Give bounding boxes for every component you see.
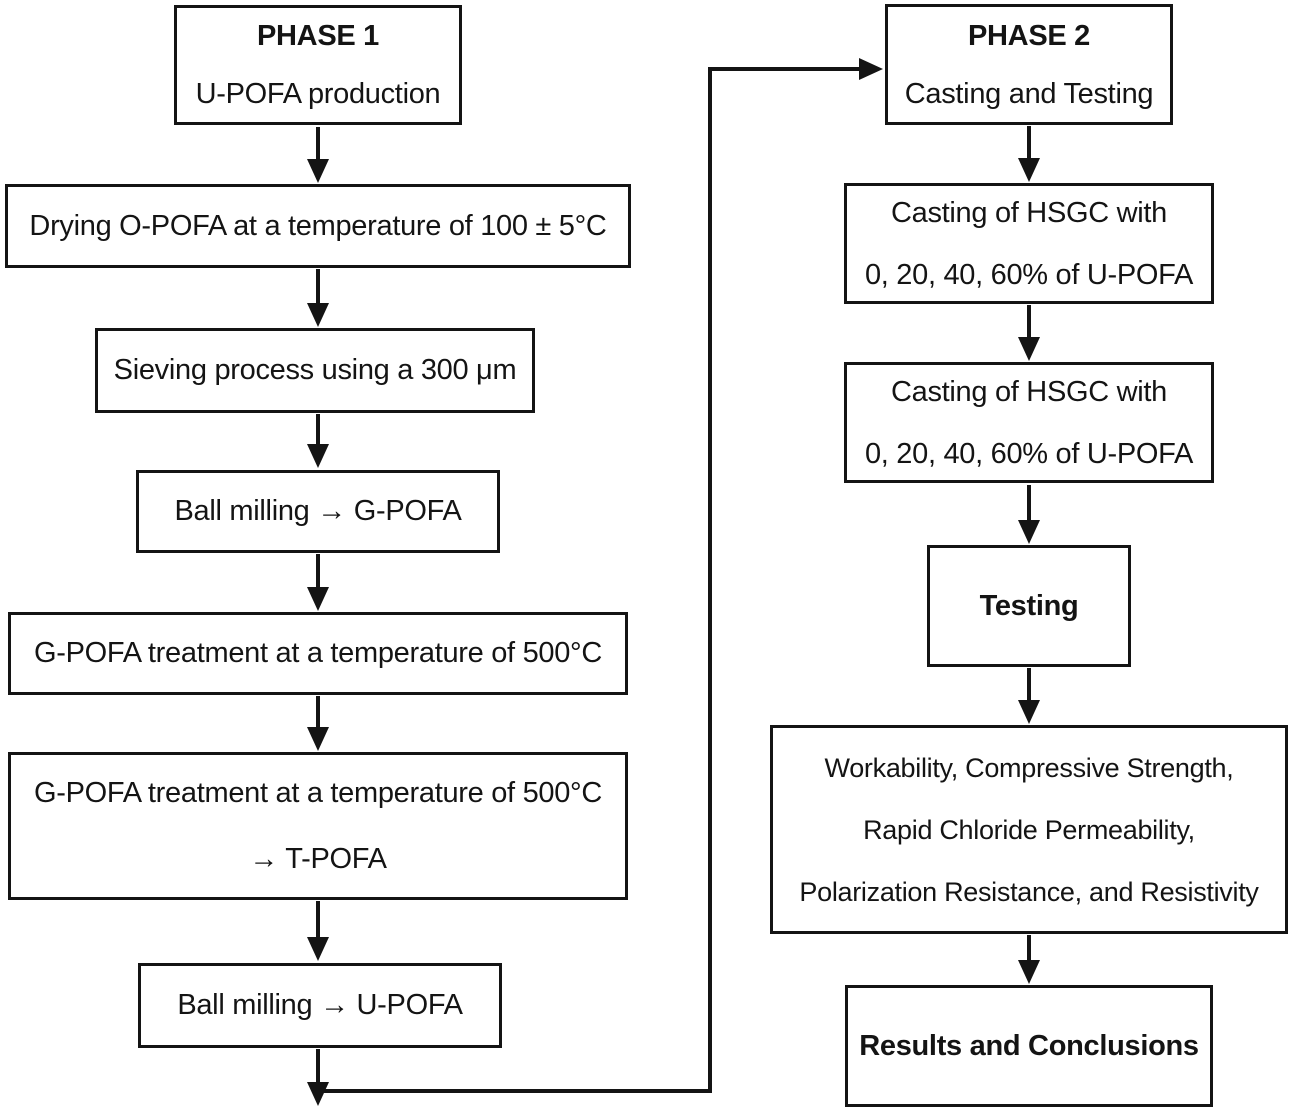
step-tests-line1: Workability, Compressive Strength, — [824, 752, 1234, 783]
phase1-header-box: PHASE 1 U-POFA production — [174, 5, 462, 125]
phase2-subtitle: Casting and Testing — [904, 77, 1154, 110]
step-sieving-box: Sieving process using a 300 μm — [95, 328, 535, 413]
phase1-subtitle: U-POFA production — [195, 78, 441, 110]
arrow-down-icon — [1018, 935, 1040, 984]
step-treatment-tpofa-box: G-POFA treatment at a temperature of 500… — [8, 752, 628, 900]
arrow-right-icon — [859, 58, 883, 80]
step-casting1-line1: Casting of HSGC with — [890, 196, 1168, 229]
arrow-down-icon — [1018, 668, 1040, 724]
arrow-down-icon — [307, 127, 329, 183]
step-results-label: Results and Conclusions — [859, 1029, 1199, 1062]
phase2-title: PHASE 2 — [968, 19, 1090, 52]
step-ball-milling-upofa-label: Ball milling → U-POFA — [177, 989, 463, 1021]
connector-vertical-segment — [708, 67, 712, 1093]
arrow-down-icon — [1018, 126, 1040, 182]
arrow-down-icon — [1018, 485, 1040, 544]
phase1-title: PHASE 1 — [257, 20, 379, 52]
step-tests-box: Workability, Compressive Strength, Rapid… — [770, 725, 1288, 934]
arrow-down-icon — [1018, 305, 1040, 361]
step-testing-box: Testing — [927, 545, 1131, 667]
connector-top-segment — [710, 67, 859, 71]
arrow-down-icon — [307, 1049, 329, 1106]
step-tests-line3: Polarization Resistance, and Resistivity — [799, 876, 1259, 907]
step-ball-milling-gpofa-label: Ball milling → G-POFA — [174, 495, 462, 527]
step-sieving-label: Sieving process using a 300 μm — [113, 354, 517, 386]
step-ball-milling-upofa-box: Ball milling → U-POFA — [138, 963, 502, 1048]
step-drying-box: Drying O-POFA at a temperature of 100 ± … — [5, 184, 631, 268]
step-treatment-500-label: G-POFA treatment at a temperature of 500… — [34, 637, 602, 669]
step-treatment-tpofa-line2: → T-POFA — [249, 843, 387, 875]
step-casting2-line2: 0, 20, 40, 60% of U-POFA — [864, 437, 1194, 470]
step-casting2-line1: Casting of HSGC with — [890, 375, 1168, 408]
step-casting2-box: Casting of HSGC with 0, 20, 40, 60% of U… — [844, 362, 1214, 483]
arrow-down-icon — [307, 269, 329, 327]
arrow-down-icon — [307, 414, 329, 468]
step-ball-milling-gpofa-box: Ball milling → G-POFA — [136, 470, 500, 553]
step-treatment-500-box: G-POFA treatment at a temperature of 500… — [8, 612, 628, 695]
step-treatment-tpofa-line1: G-POFA treatment at a temperature of 500… — [34, 777, 602, 809]
step-testing-label: Testing — [979, 589, 1079, 622]
step-tests-line2: Rapid Chloride Permeability, — [863, 814, 1195, 845]
step-casting1-line2: 0, 20, 40, 60% of U-POFA — [864, 258, 1194, 291]
arrow-down-icon — [307, 901, 329, 961]
arrow-down-icon — [307, 554, 329, 611]
connector-bottom-segment — [316, 1089, 712, 1093]
phase2-header-box: PHASE 2 Casting and Testing — [885, 4, 1173, 125]
step-results-box: Results and Conclusions — [845, 985, 1213, 1107]
step-drying-label: Drying O-POFA at a temperature of 100 ± … — [29, 209, 607, 242]
step-casting1-box: Casting of HSGC with 0, 20, 40, 60% of U… — [844, 183, 1214, 304]
arrow-down-icon — [307, 696, 329, 751]
